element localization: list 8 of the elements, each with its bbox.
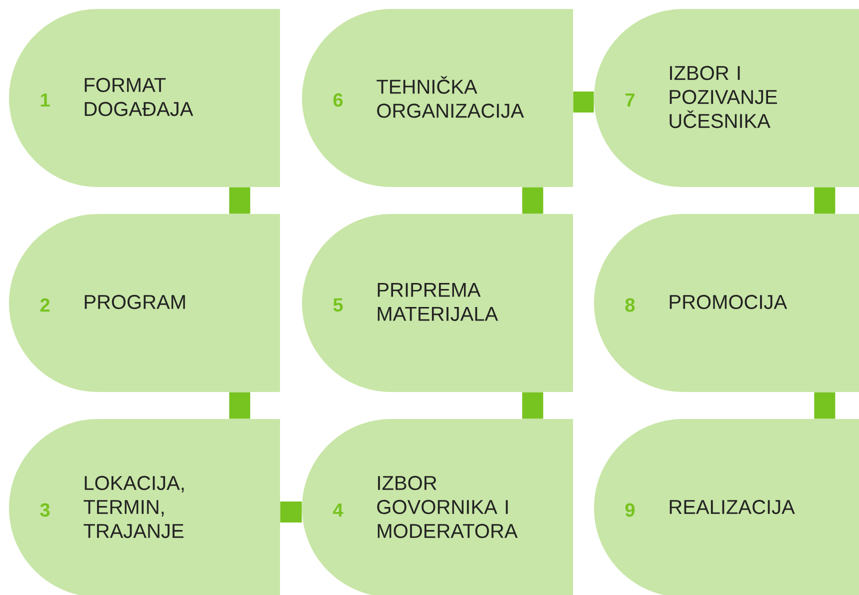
connector-bar: [229, 392, 250, 419]
connector-bar: [229, 187, 250, 214]
connector-bar: [522, 187, 544, 214]
connector-bar: [280, 502, 302, 522]
connector-bar: [814, 187, 836, 214]
connector-bar: [522, 392, 544, 419]
connector-bar: [573, 92, 594, 112]
connector-bar: [814, 392, 836, 419]
